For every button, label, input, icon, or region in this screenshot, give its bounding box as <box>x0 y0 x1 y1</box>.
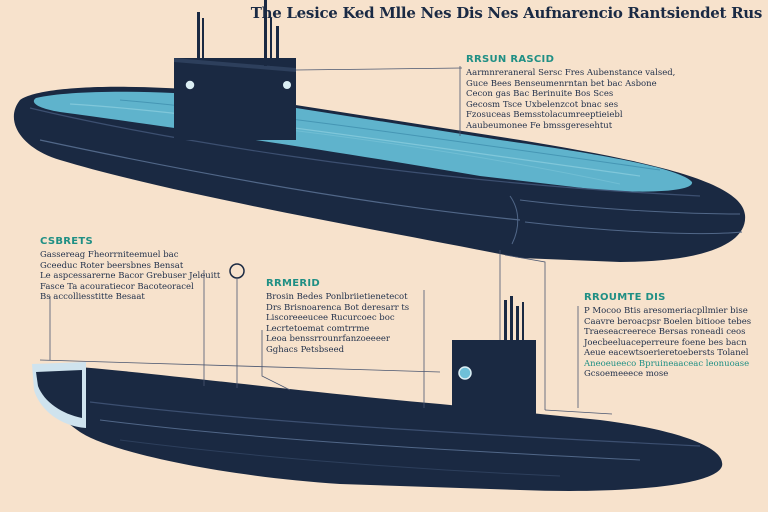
callout-line: P Mocoo Btis aresomeriacpllmier bise <box>584 306 748 316</box>
callout-line: Lecrtetoemat comtrrme <box>266 323 370 334</box>
callout-heading: Rrsun Rascid <box>466 54 555 65</box>
callout-line: Leoa benssrrounrfanzoeeeer <box>266 334 390 344</box>
callout-line: Aaubeumonee Fe bmssgeresehtut <box>466 120 613 131</box>
callout-line: Gecosm Tsce Uxbelenzcot bnac ses <box>466 99 619 110</box>
callout-top-right: Rrsun Rascid Aarmnreraneral Sersc Fres A… <box>466 54 675 131</box>
diagram-title: The Lesice Ked Mlle Nes Dis Nes Aufnaren… <box>250 4 763 22</box>
callout-line: Cecon gas Bac Berinuite Bos Sces <box>466 89 614 99</box>
callout-heading: Csbrets <box>40 236 94 247</box>
callout-middle: Rrmerid Brosin Bedes Ponlbriietienetecot… <box>266 278 409 355</box>
callout-line: Caavre beroacpsr Boelen bitiooe tebes <box>584 316 752 327</box>
callout-line: Aneoeueeco Bpruineaaceac leonuoase <box>584 358 750 369</box>
callout-line: Gcsoemeeece mose <box>584 369 669 379</box>
callout-line: Joecbeeluaceperreure foene bes bacn <box>584 337 747 348</box>
callout-line: Fasce Ta acouratiecor Bacoteoracel <box>40 281 194 292</box>
callout-line: Fzosuceas Bemsstolacumreeptieiebl <box>466 110 623 120</box>
callout-line: Liscoreeeucee Rucurcoec boc <box>266 313 395 323</box>
top-submarine <box>13 0 746 262</box>
callout-line: Gceeduc Roter beersbnes Bensat <box>40 260 184 271</box>
callout-line: Gassereag Fheorrniteemuel bac <box>40 250 179 260</box>
bottom-porthole <box>458 366 472 380</box>
callout-line: Le aspcessarerne Bacor Grebuser Jeleuitt <box>40 271 221 281</box>
callout-left: Csbrets Gassereag Fheorrniteemuel bac Gc… <box>40 236 220 303</box>
callout-line: Aeue eacewtsoerieretoebersts Tolanel <box>584 348 749 358</box>
top-porthole <box>184 79 196 91</box>
callout-line: Guce Bees Benseumenrntan bet bac Asbone <box>466 78 657 89</box>
bottom-submarine <box>32 296 723 491</box>
callout-line: Drs Brisnoarenca Bot deresarr ts <box>266 302 410 313</box>
callout-heading: Rrmerid <box>266 278 321 289</box>
callout-line: Brosin Bedes Ponlbriietienetecot <box>266 292 408 302</box>
callout-line: Traeseacreerece Bersas roneadi ceos <box>584 327 746 337</box>
callout-line: Bs accolliesstitte Besaat <box>40 292 145 302</box>
callout-line: Aarmnreraneral Sersc Fres Aubenstance va… <box>466 68 676 78</box>
callout-bottom-right: Rroumte Dis P Mocoo Btis aresomeriacpllm… <box>584 292 751 380</box>
top-sail <box>174 58 296 140</box>
bottom-leader-lines <box>39 263 613 415</box>
callout-heading: Rroumte Dis <box>584 292 666 303</box>
callout-line: Gghacs Petsbseed <box>266 344 345 355</box>
